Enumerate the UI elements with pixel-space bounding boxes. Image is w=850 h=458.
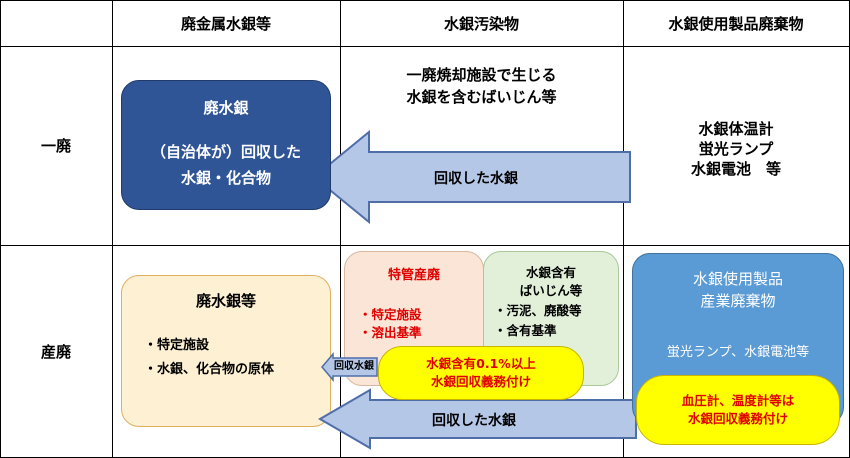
ippai-waste-mercury-box: 廃水銀 （自治体が）回収した 水銀・化合物 (121, 80, 331, 210)
column-divider-2 (340, 0, 341, 458)
sanpai-tokkan-item-facility: ・特定施設 (359, 307, 422, 322)
ippai-recovered-mercury-arrow (312, 129, 631, 225)
row-divider (0, 245, 850, 246)
sanpai-dust-line1: 水銀含有 (525, 265, 576, 280)
ippai-product-mercury-battery: 水銀電池 等 (690, 160, 781, 178)
table-border-left (0, 0, 1, 458)
sanpai-dust-item-sludge: ・汚泥、廃酸等 (494, 303, 582, 318)
sanpai-tokkan-item-leaching: ・溶出基準 (359, 325, 422, 340)
sanpai-products-pill-line2: 水銀回収義務付け (687, 411, 788, 426)
row-label-ippai: 一廃 (40, 137, 71, 155)
sanpai-dust-item-content: ・含有基準 (494, 323, 557, 338)
header-mercury-contaminated: 水銀汚染物 (443, 14, 519, 33)
ippai-product-thermometer: 水銀体温計 (698, 120, 774, 138)
sanpai-small-recovered-arrow (321, 351, 378, 383)
header-waste-metallic-mercury: 廃金属水銀等 (180, 14, 271, 33)
sanpai-dust-line2: ばいじん等 (519, 283, 583, 298)
sanpai-arrow-label: 回収した水銀 (432, 413, 516, 429)
sanpai-products-pill-line1: 血圧計、温度計等は (681, 393, 795, 408)
sanpai-small-arrow-label: 回収水銀 (334, 361, 374, 372)
sanpai-specially-controlled-title: 特管産廃 (387, 268, 440, 283)
ippai-incinerator-line1: 一廃焼却施設で生じる (406, 66, 557, 84)
ippai-waste-mercury-line2: 水銀・化合物 (180, 169, 271, 187)
row-label-sanpai: 産廃 (40, 342, 71, 361)
header-mercury-products-waste: 水銀使用製品廃棄物 (668, 14, 804, 33)
ippai-arrow-label: 回収した水銀 (434, 171, 518, 187)
sanpai-item-mercury-compounds: ・水銀、化合物の原体 (144, 362, 275, 377)
sanpai-waste-mercury-title: 廃水銀等 (195, 292, 256, 310)
ippai-waste-mercury-line1: （自治体が）回収した (150, 143, 301, 161)
sanpai-content-pill-line1: 水銀含有0.1%以上 (426, 356, 536, 371)
ippai-product-fluorescent-lamp: 蛍光ランプ (698, 140, 774, 158)
sanpai-item-specified-facility: ・特定施設 (144, 338, 210, 353)
sanpai-products-line2: 産業廃棄物 (700, 292, 776, 310)
sanpai-products-line1: 水銀使用製品 (692, 270, 783, 288)
table-border-top (0, 0, 850, 1)
sanpai-blood-pressure-pill: 血圧計、温度計等は 水銀回収義務付け (636, 375, 840, 445)
column-divider-3 (623, 0, 624, 458)
column-divider-1 (112, 0, 113, 458)
sanpai-mercury-content-pill: 水銀含有0.1%以上 水銀回収義務付け (378, 346, 584, 400)
ippai-incinerator-line2: 水銀を含むばいじん等 (406, 88, 557, 106)
sanpai-products-line3: 蛍光ランプ、水銀電池等 (666, 345, 810, 360)
header-divider (0, 46, 850, 47)
sanpai-waste-mercury-box: 廃水銀等 ・特定施設 ・水銀、化合物の原体 (121, 275, 331, 427)
sanpai-content-pill-line2: 水銀回収義務付け (430, 374, 531, 389)
ippai-waste-mercury-title: 廃水銀 (203, 99, 249, 117)
